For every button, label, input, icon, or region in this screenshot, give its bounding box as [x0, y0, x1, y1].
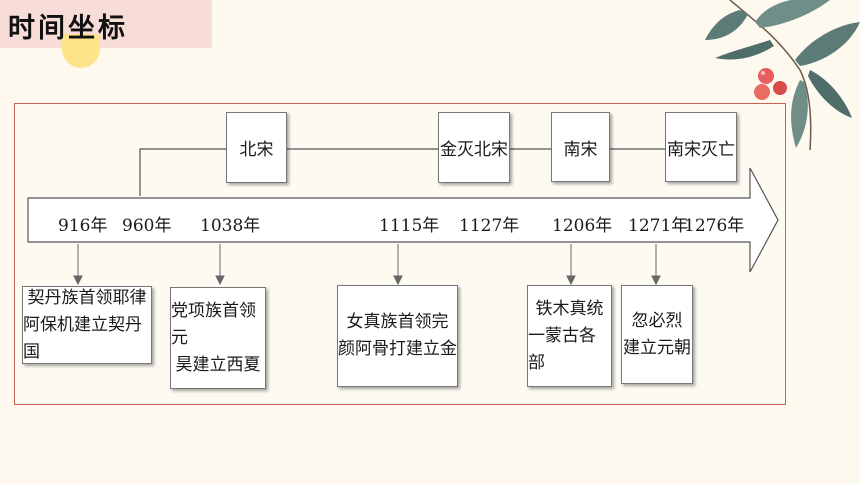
- period-box-southern-song-fall: 南宋灭亡: [665, 112, 737, 182]
- event-box-temujin: 铁木真统 一蒙古各部: [527, 285, 612, 387]
- event-line: 党项族首领元: [171, 300, 256, 348]
- year-label: 1127年: [459, 216, 520, 236]
- event-line: 建立元朝: [623, 337, 691, 358]
- year-label: 1115年: [379, 216, 440, 236]
- event-box-jin: 女真族首领完 颜阿骨打建立金: [337, 285, 458, 387]
- year-label: 1038年: [200, 216, 261, 236]
- period-label: 北宋: [239, 140, 274, 160]
- period-label: 金灭北宋: [440, 140, 508, 160]
- title-bar: [0, 0, 212, 48]
- sun-decoration: [62, 34, 100, 68]
- year-label: 1276年: [684, 216, 745, 236]
- year-label: 960年: [122, 216, 172, 236]
- period-box-southern-song: 南宋: [551, 112, 610, 182]
- year-label: 1271年: [628, 216, 689, 236]
- year-label: 1206年: [552, 216, 613, 236]
- year-label: 916年: [58, 216, 108, 236]
- period-label: 南宋: [563, 139, 598, 160]
- event-line: 铁木真统: [535, 298, 604, 319]
- event-line: 忽必烈: [631, 310, 683, 331]
- event-box-western-xia: 党项族首领元 昊建立西夏: [170, 287, 266, 389]
- event-box-kublai: 忽必烈 建立元朝: [621, 285, 693, 384]
- timeline-arrow: [27, 167, 779, 273]
- period-box-northern-song: 北宋: [226, 112, 287, 183]
- page-title: 时间坐标: [8, 13, 128, 44]
- event-line: 一蒙古各部: [528, 325, 596, 373]
- event-line: 昊建立西夏: [175, 354, 261, 375]
- leaf-decoration: [705, 0, 860, 150]
- event-line: 颜阿骨打建立金: [338, 339, 457, 359]
- event-box-khitan: 契丹族首领耶律 阿保机建立契丹国: [22, 286, 152, 364]
- period-box-jin-destroys-northern-song: 金灭北宋: [438, 112, 510, 183]
- event-line: 契丹族首领耶律: [27, 287, 147, 308]
- event-line: 女真族首领完: [346, 312, 449, 332]
- event-line: 阿保机建立契丹国: [23, 314, 142, 362]
- period-label: 南宋灭亡: [667, 139, 735, 160]
